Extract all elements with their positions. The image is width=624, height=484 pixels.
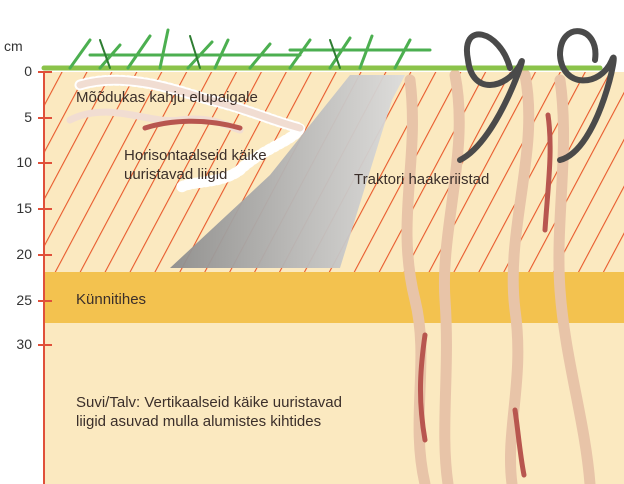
tick-5: 5: [6, 109, 32, 125]
grass: [44, 30, 600, 68]
label-tractor-tools: Traktori haakeriistad: [354, 170, 489, 189]
tick-30: 30: [6, 336, 32, 352]
tick-15: 15: [6, 200, 32, 216]
tick-20: 20: [6, 246, 32, 262]
label-plough-pan: Künnitihes: [76, 290, 146, 309]
label-horizontal-line2: uuristavad liigid: [124, 165, 227, 184]
label-horizontal-line1: Horisontaalseid käike: [124, 146, 267, 165]
label-vertical-line2: liigid asuvad mulla alumistes kihtides: [76, 412, 321, 431]
label-damaged-habitat: Mõõdukas kahju elupaigale: [76, 88, 258, 107]
tick-0: 0: [6, 63, 32, 79]
label-vertical-line1: Suvi/Talv: Vertikaalseid käike uuristava…: [76, 393, 342, 412]
tick-10: 10: [6, 154, 32, 170]
tick-25: 25: [6, 292, 32, 308]
axis-unit-label: cm: [4, 38, 30, 54]
